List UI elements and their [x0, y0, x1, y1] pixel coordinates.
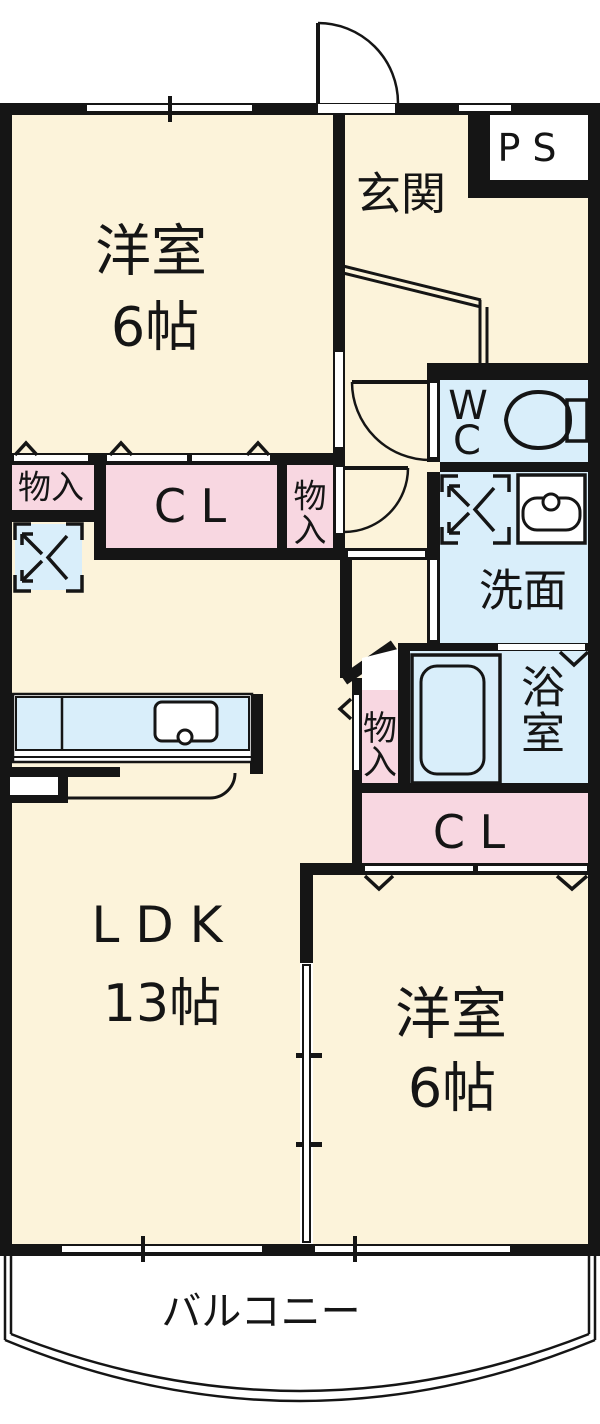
storage-bath-label-1: 物	[363, 709, 397, 749]
sliding-door-leaf	[302, 964, 311, 1243]
bathtub-outer	[410, 653, 502, 785]
toilet-door-arc	[350, 381, 431, 462]
kitchen-door	[68, 772, 237, 800]
bedroom-south-size: 6帖	[408, 1057, 496, 1120]
hall-storage-door	[343, 466, 410, 534]
storage-hall-label-2: 入	[294, 511, 327, 550]
bedroom-top-size: 6帖	[111, 296, 199, 359]
pipe-space-label: P S	[497, 126, 556, 170]
entrance-door-arc	[317, 21, 400, 104]
entrance-door	[316, 21, 400, 104]
room-closet-main	[106, 463, 277, 548]
living-label: L D K	[92, 896, 224, 954]
storage-bath-label-2: 入	[363, 743, 397, 783]
room-storage-bath	[362, 690, 398, 785]
toilet-tank	[565, 398, 589, 443]
bathroom-label-2: 室	[521, 709, 565, 760]
entrance-step-lines	[342, 264, 489, 366]
kitchen-door-arc	[209, 772, 237, 800]
door-chevrons	[13, 440, 590, 892]
balcony-rail	[3, 1256, 597, 1403]
room-storage-hall	[287, 463, 333, 548]
bathroom-label-1: 浴	[521, 663, 565, 714]
room-closet-south	[362, 793, 588, 863]
storage-left-label: 物入	[18, 468, 84, 507]
room-storage-left	[12, 463, 94, 510]
closet-main-label: C L	[154, 479, 227, 533]
toilet-label-w: W	[448, 383, 488, 429]
toilet-door	[350, 380, 431, 462]
storage-hall-label-1: 物	[294, 477, 327, 516]
bedroom-top-label: 洋室	[95, 220, 207, 285]
toilet-icon	[503, 389, 589, 451]
bath-storage-pocket	[362, 649, 398, 690]
room-toilet	[440, 380, 588, 462]
hall-storage-door-arc	[343, 467, 410, 534]
bathtub-inner	[419, 664, 486, 776]
doors	[68, 21, 431, 800]
washbasin-faucet	[541, 492, 561, 512]
living-size: 13帖	[103, 974, 221, 1034]
entrance-label: 玄関	[356, 168, 446, 221]
kitchen-counter	[11, 692, 254, 764]
toilet-label-c: C	[453, 418, 481, 464]
closet-south-label: C L	[433, 805, 506, 859]
balcony-label: バルコニー	[161, 1289, 360, 1335]
bathtub-icon	[410, 653, 502, 785]
kitchen-faucet-icon	[176, 728, 194, 746]
washbasin-icon	[516, 473, 587, 545]
washroom-label: 洗面	[479, 566, 567, 617]
bedroom-south-label: 洋室	[395, 983, 507, 1048]
labels: 洋室 6帖 玄関 P S 物入 C L 物 入 W C 洗面 浴 室 物 入 C…	[18, 126, 567, 1335]
toilet-bowl	[503, 389, 573, 451]
